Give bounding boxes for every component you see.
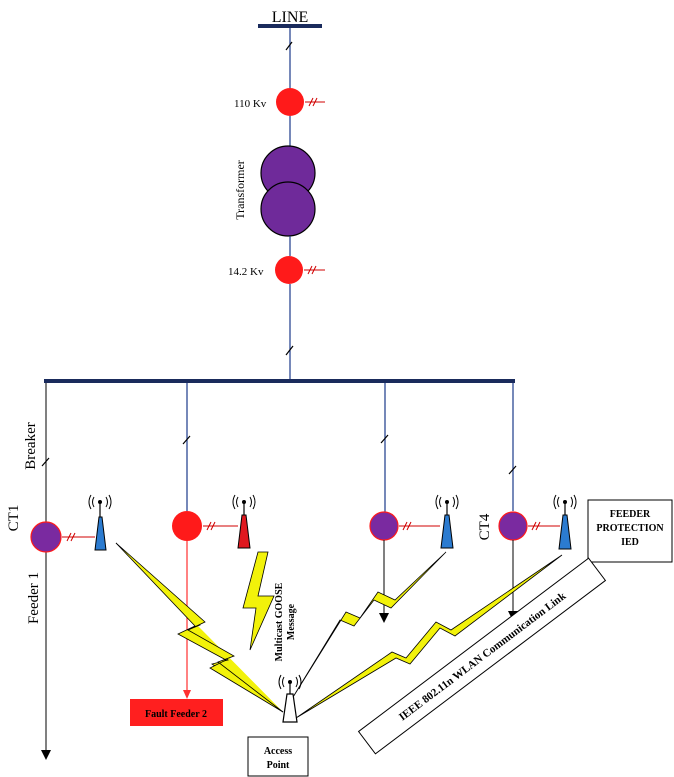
- access-point-box: [247, 736, 309, 777]
- feeder1-breaker: [41, 457, 50, 467]
- ct-feeder3-lead: [399, 521, 440, 531]
- transformer-secondary-coil: [260, 181, 316, 237]
- ied-label-2: PROTECTION: [596, 523, 664, 534]
- goose-label-1: Multicast GOOSE: [274, 582, 285, 661]
- antenna-icon-feeder3: [435, 494, 459, 549]
- ct1: [30, 521, 62, 553]
- goose-label-2: Message: [286, 603, 297, 640]
- antenna-icon-feeder4: [553, 494, 577, 550]
- ied-antenna-body: [558, 514, 572, 550]
- fault-feeder-box: [130, 699, 223, 726]
- ct-110kv: [276, 88, 304, 116]
- wireless-link-feeder1-shape: [115, 542, 284, 713]
- ct-14kv-lead: [304, 265, 325, 275]
- access-point-label-1: Access: [264, 746, 292, 757]
- feeder2-breaker: [182, 435, 191, 445]
- voltage-110-label: 110 Kv: [234, 98, 267, 110]
- ied-label-1: FEEDER: [610, 509, 651, 520]
- ct-feeder2-lead: [203, 521, 238, 531]
- feeder4-breaker: [508, 465, 517, 475]
- feeder3-breaker: [380, 434, 389, 444]
- bus-switch: [285, 345, 294, 356]
- transformer-label: Transformer: [233, 160, 247, 220]
- fault-feeder-label: Fault Feeder 2: [145, 709, 207, 720]
- access-point-label-2: Point: [267, 760, 290, 771]
- ct4-lead: [528, 521, 560, 531]
- feeder1-label: Feeder 1: [26, 572, 42, 624]
- breaker-label: Breaker: [23, 422, 39, 469]
- wireless-link-feeder3: [289, 551, 447, 703]
- ct1-label: CT1: [6, 505, 22, 532]
- line-label: LINE: [272, 9, 308, 26]
- ct-14kv: [275, 256, 303, 284]
- ct4: [498, 511, 528, 541]
- antenna-icon-feeder1: [88, 494, 112, 551]
- ied-box: [587, 499, 673, 563]
- ct1-lead: [62, 532, 95, 542]
- ied-label-3: IED: [621, 537, 639, 548]
- ct-110kv-lead: [305, 97, 325, 107]
- ct4-label: CT4: [477, 513, 493, 540]
- voltage-14-label: 14.2 Kv: [228, 266, 264, 278]
- ct-feeder3: [369, 511, 399, 541]
- antenna-icon-feeder2: [232, 494, 256, 549]
- goose-lightning-bolt: [242, 551, 275, 651]
- access-point-icon: [278, 674, 302, 723]
- fault-arrow-head: [183, 690, 191, 699]
- ct-feeder2: [172, 511, 202, 541]
- top-switch: [285, 41, 293, 51]
